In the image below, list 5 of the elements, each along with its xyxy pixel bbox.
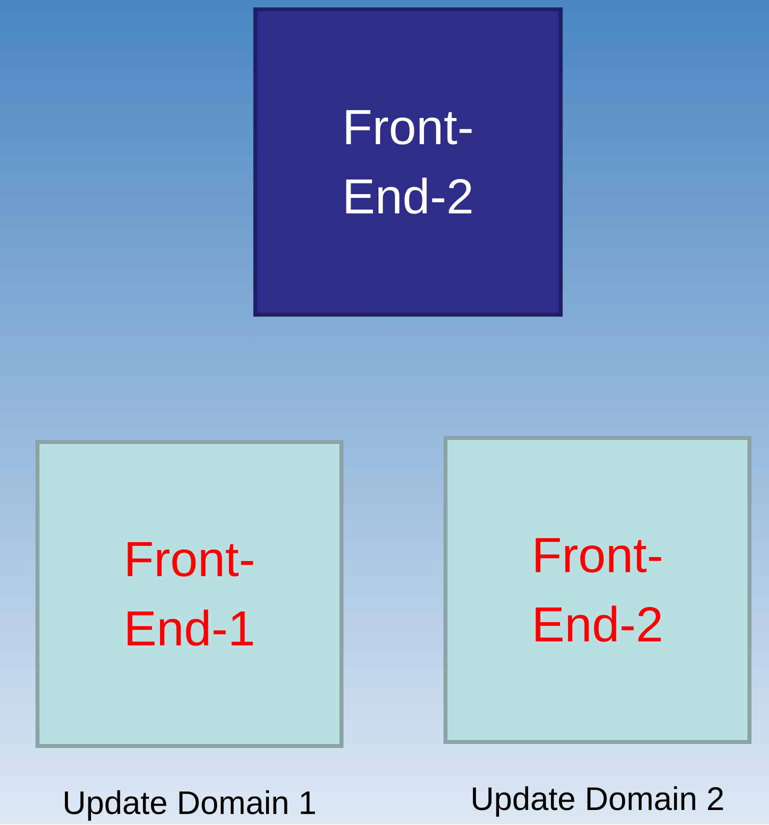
box: Front- End-2 <box>253 7 563 317</box>
box: Front- End-1 <box>36 440 344 748</box>
box: Front- End-2 <box>444 436 752 744</box>
node-label: Update Domain 1 <box>64 790 315 821</box>
node-label: Update Domain 2 <box>472 786 723 817</box>
